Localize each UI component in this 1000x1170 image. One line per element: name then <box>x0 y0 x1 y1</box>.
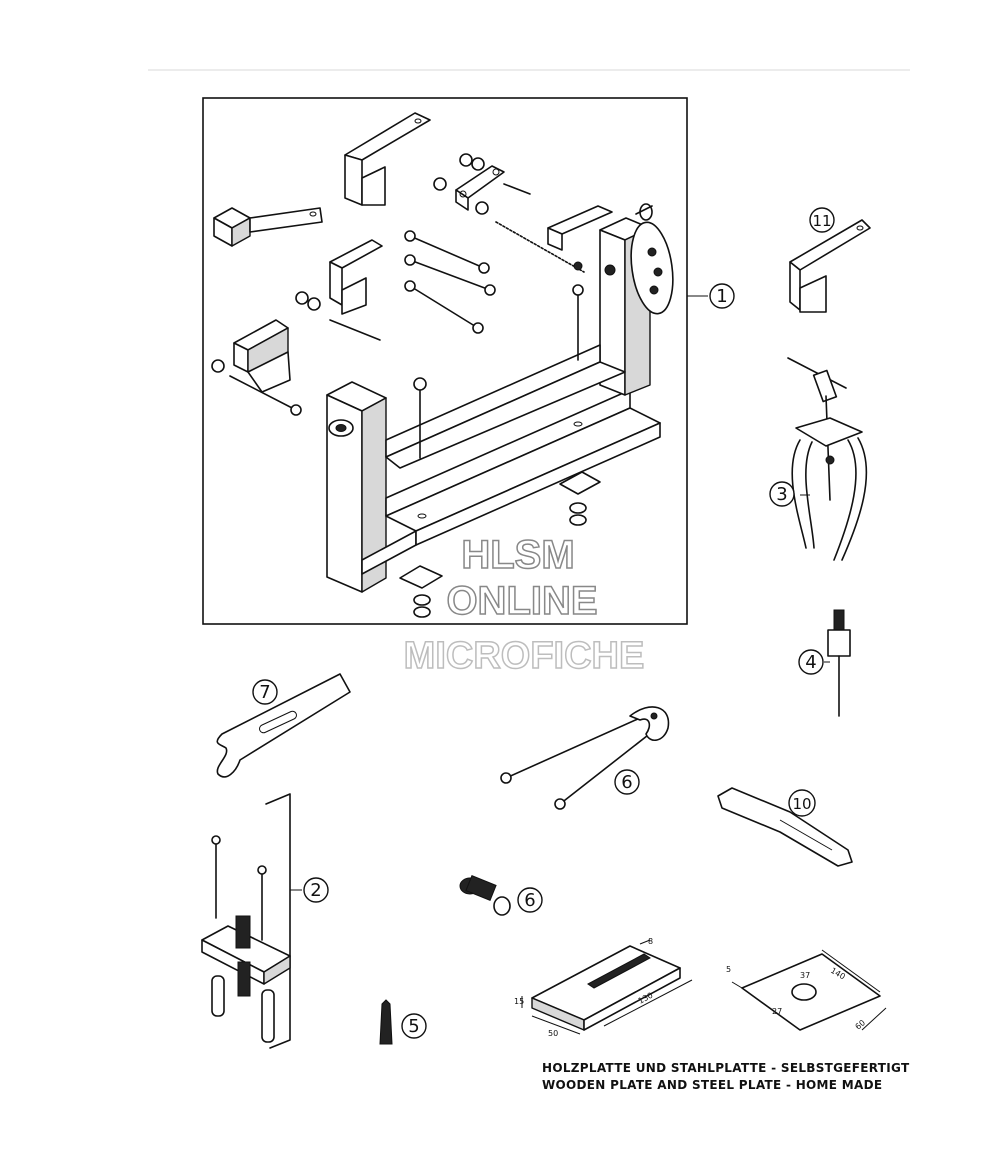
watermark-line-2: ONLINE <box>446 579 597 623</box>
callout-11-label: 11 <box>812 212 831 230</box>
callout-4-label: 4 <box>805 652 816 673</box>
part-1-frame-box <box>202 97 688 625</box>
part-9-pliers[interactable]: 6 <box>500 706 670 810</box>
part-11-bracket[interactable]: 11 <box>789 207 871 313</box>
callout-6[interactable]: 6 <box>517 887 543 913</box>
link-plate <box>455 165 505 211</box>
callout-10[interactable]: 10 <box>788 789 816 817</box>
callout-2-label: 2 <box>310 880 321 901</box>
callout-10-label: 10 <box>792 795 811 813</box>
part-10-feeler-plate[interactable]: 10 <box>717 787 853 867</box>
callout-5-label: 5 <box>408 1016 419 1037</box>
callout-5[interactable]: 5 <box>401 1013 427 1039</box>
part-7-hook-wrench[interactable]: 7 <box>216 673 351 778</box>
callout-11[interactable]: 11 <box>809 207 835 233</box>
watermark: HLSM ONLINE MICROFICHE <box>403 532 645 678</box>
steel-width-dim: 60 <box>854 1018 868 1031</box>
part-1-engine-stand[interactable]: 1 <box>202 97 735 625</box>
wood-width-dim: 50 <box>548 1029 558 1038</box>
callout-1-label: 1 <box>716 286 727 307</box>
callout-3[interactable]: 3 <box>769 481 795 507</box>
steel-hole-dim: 37 <box>800 971 810 980</box>
callout-6-label: 6 <box>524 890 535 911</box>
steel-plate: 5 140 37 27 60 <box>726 949 887 1032</box>
caption-german: HOLZPLATTE UND STAHLPLATTE - SELBSTGEFER… <box>542 1061 910 1075</box>
part-6-adapter[interactable]: 6 <box>459 875 543 916</box>
part-2-press-tool[interactable]: 2 <box>201 793 329 1049</box>
callout-1[interactable]: 1 <box>709 283 735 309</box>
bolts-set <box>211 153 584 459</box>
feet-pads <box>399 471 601 618</box>
caption-english: WOODEN PLATE AND STEEL PLATE - HOME MADE <box>542 1078 882 1092</box>
mounting-disc <box>547 203 674 315</box>
watermark-line-3: MICROFICHE <box>404 635 645 677</box>
watermark-line-1: HLSM <box>461 533 574 577</box>
callout-7[interactable]: 7 <box>252 679 278 705</box>
threaded-rod <box>495 221 585 273</box>
steel-edge-dim: 5 <box>726 965 731 974</box>
bracket-lower <box>233 319 291 393</box>
part-3-puller[interactable]: 3 <box>769 357 868 561</box>
steel-inner-dim: 27 <box>772 1007 782 1016</box>
part-4-tool[interactable]: 4 <box>798 609 851 717</box>
callout-2[interactable]: 2 <box>303 877 329 903</box>
callout-4[interactable]: 4 <box>798 649 824 675</box>
bracket-square <box>213 207 323 247</box>
bracket-middle <box>329 239 383 315</box>
wood-height-dim: 15 <box>514 997 524 1006</box>
wooden-plate: 8 130 50 15 <box>514 937 693 1038</box>
part-5-pin[interactable]: 5 <box>379 999 427 1045</box>
bracket-top <box>344 112 431 206</box>
callout-7-label: 7 <box>259 682 270 703</box>
callout-9-label: 6 <box>621 772 632 793</box>
callout-9[interactable]: 6 <box>614 769 640 795</box>
wood-thickness-dim: 8 <box>648 937 653 946</box>
callout-3-label: 3 <box>776 484 787 505</box>
